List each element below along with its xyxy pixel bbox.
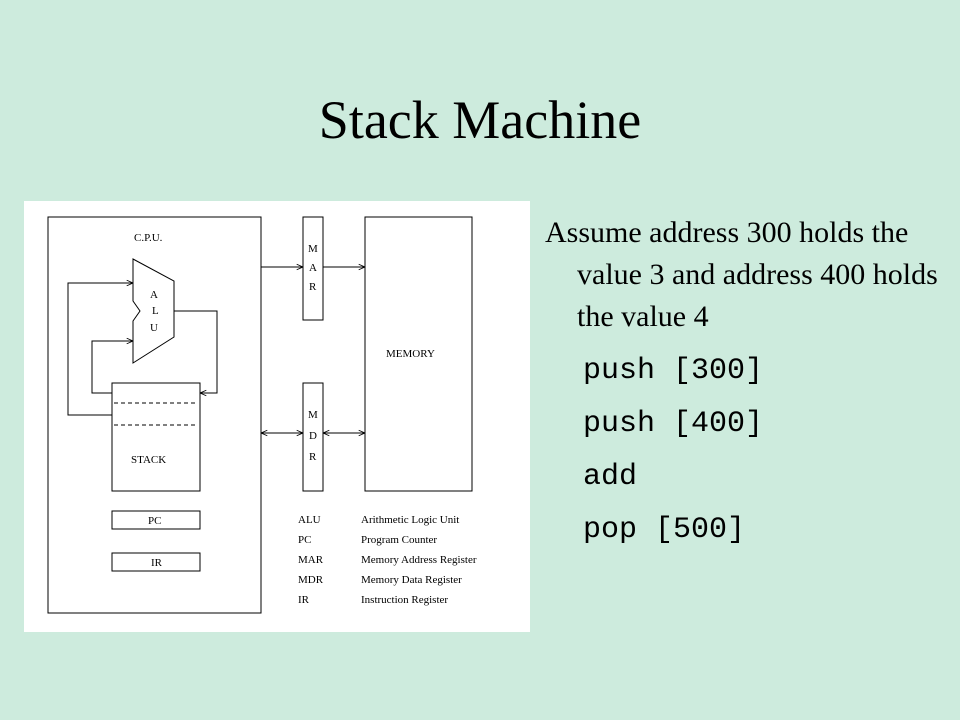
legend-meaning: Program Counter (361, 534, 437, 546)
legend-abbr: ALU (298, 514, 321, 526)
alu-letter-l: L (152, 305, 159, 317)
code-line-pop-500: pop [500] (583, 513, 746, 547)
legend-abbr: PC (298, 534, 311, 546)
stack-label: STACK (131, 454, 166, 466)
stack-to-alu-inner-arrow (91, 341, 133, 394)
code-line-add: add (583, 460, 638, 494)
memory-label: MEMORY (386, 348, 435, 360)
mdr-letter-m: M (308, 409, 318, 421)
mdr-letter-r: R (309, 451, 317, 463)
code-line-push-300: push [300] (583, 354, 764, 388)
legend-abbr: MAR (298, 554, 324, 566)
legend: ALU Arithmetic Logic Unit PC Program Cou… (298, 514, 477, 606)
alu-letter-a: A (150, 289, 158, 301)
alu-letter-u: U (150, 322, 158, 334)
legend-meaning: Arithmetic Logic Unit (361, 514, 459, 526)
cpu-label: C.P.U. (134, 232, 163, 244)
assumption-text: Assume address 300 holds the value 3 and… (545, 216, 938, 333)
legend-meaning: Instruction Register (361, 594, 448, 606)
pc-label: PC (148, 515, 161, 527)
mar-letter-r: R (309, 281, 317, 293)
legend-meaning: Memory Data Register (361, 574, 462, 586)
mdr-letter-d: D (309, 430, 317, 442)
stack-machine-diagram: C.P.U. A L U STACK PC IR M A R M D R MEM… (24, 201, 530, 632)
code-line-push-400: push [400] (583, 407, 764, 441)
memory-box (364, 216, 473, 492)
legend-meaning: Memory Address Register (361, 554, 477, 566)
slide-title: Stack Machine (318, 90, 642, 150)
mar-letter-a: A (309, 262, 317, 274)
alu-to-stack-arrow (174, 310, 218, 393)
bullet-panel: Assume address 300 holds the value 3 and… (545, 212, 950, 557)
stack-box (111, 382, 201, 492)
legend-abbr: IR (298, 594, 310, 606)
stack-to-alu-outer-arrow (67, 283, 133, 416)
mdr-box (302, 382, 324, 492)
pc-box (111, 510, 201, 530)
ir-box (111, 552, 201, 572)
cpu-box (47, 216, 262, 614)
legend-abbr: MDR (298, 574, 324, 586)
ir-label: IR (151, 557, 163, 569)
mar-letter-m: M (308, 243, 318, 255)
